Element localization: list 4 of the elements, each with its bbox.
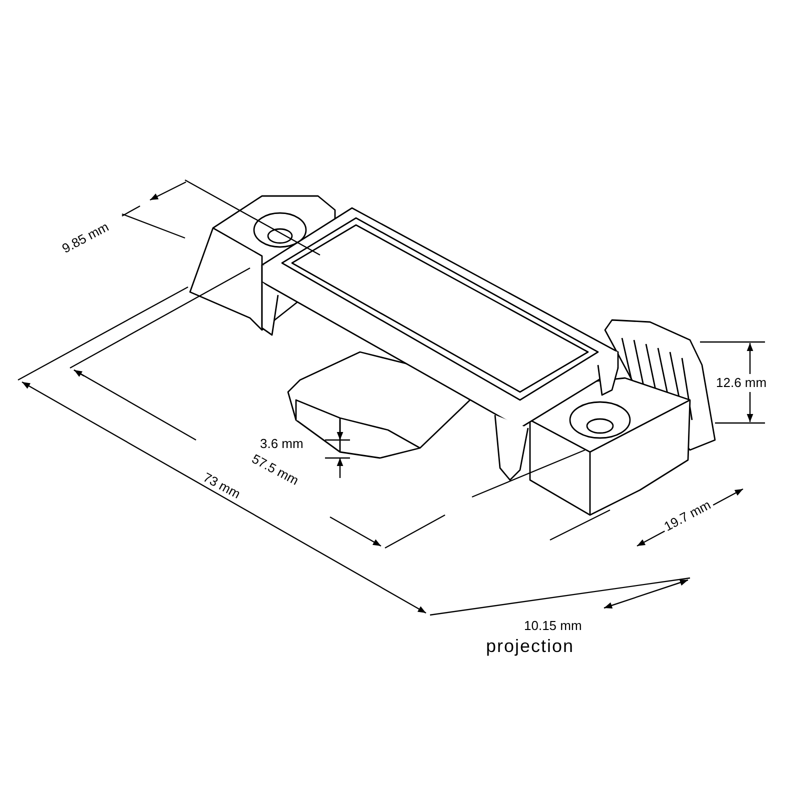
- dimension-label: 3.6 mm: [258, 436, 306, 451]
- view-label: projection: [485, 636, 576, 656]
- dimension-label: 12.6 mm: [714, 375, 769, 390]
- dimension-label: 10.15 mm: [522, 618, 584, 633]
